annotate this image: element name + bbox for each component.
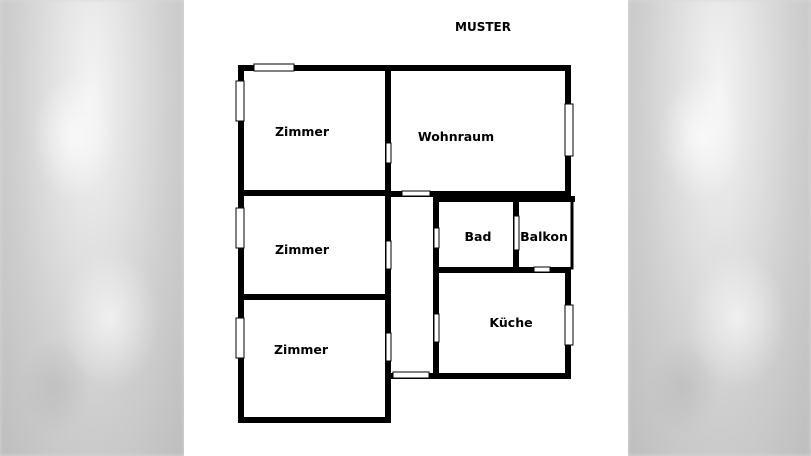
opening-balkon-bottom xyxy=(533,266,551,273)
window-left-zimmer-middle xyxy=(235,207,245,249)
room-label-zimmer-middle: Zimmer xyxy=(275,242,330,257)
room-label-wohnraum: Wohnraum xyxy=(418,129,494,144)
door-zimmer-middle xyxy=(385,240,392,270)
room-label-zimmer-top: Zimmer xyxy=(275,124,330,139)
windows-and-openings xyxy=(235,63,574,379)
door-entrance xyxy=(392,371,430,379)
door-kueche xyxy=(433,313,440,343)
room-label-zimmer-bottom: Zimmer xyxy=(274,342,329,357)
door-balkon xyxy=(513,215,520,251)
room-label-kueche: Küche xyxy=(489,315,532,330)
window-wohnraum-right xyxy=(564,103,574,157)
door-zimmer-top xyxy=(385,142,392,164)
door-zimmer-bottom xyxy=(385,332,392,362)
blurred-background-left xyxy=(0,0,184,456)
plan-title: MUSTER xyxy=(455,20,511,34)
door-wohnraum xyxy=(401,190,431,197)
window-left-zimmer-bottom xyxy=(235,317,245,359)
door-bad xyxy=(433,227,440,249)
window-left-zimmer-top xyxy=(235,80,245,122)
floor-plan-sheet xyxy=(184,0,628,456)
room-label-bad: Bad xyxy=(465,229,492,244)
blurred-background-right xyxy=(628,0,811,456)
room-label-balkon: Balkon xyxy=(520,229,568,244)
window-kueche-right xyxy=(564,304,574,346)
window-top-zimmer xyxy=(253,63,295,72)
